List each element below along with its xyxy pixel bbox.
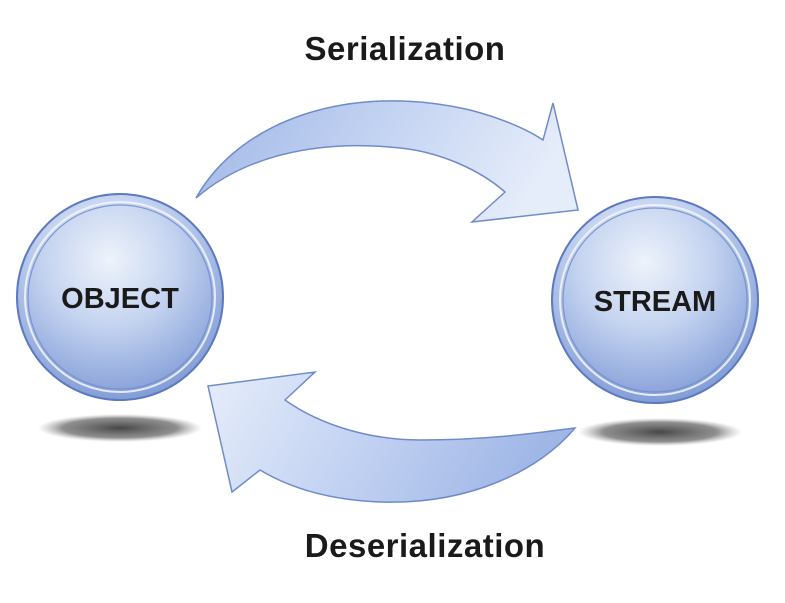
right-node-shadow — [578, 418, 742, 446]
object-node-label: OBJECT — [61, 283, 179, 315]
stream-node-label: STREAM — [594, 286, 716, 318]
object-node — [16, 193, 224, 401]
stream-node — [551, 196, 759, 404]
serialization-arrow — [195, 100, 579, 224]
serialization-label: Serialization — [304, 30, 506, 67]
deserialization-label: Deserialization — [304, 527, 546, 564]
left-node-shadow — [38, 414, 202, 442]
deserialization-arrow — [207, 370, 577, 503]
